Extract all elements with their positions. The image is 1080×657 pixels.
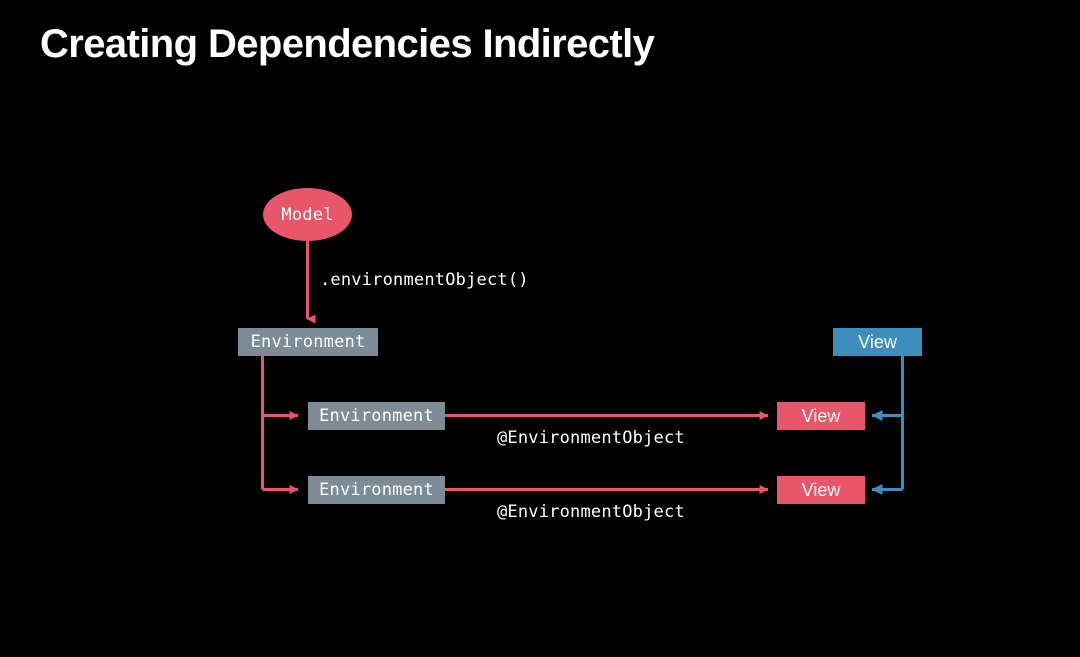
page-title: Creating Dependencies Indirectly [40, 22, 655, 66]
label-environment-object-attr-2: @EnvironmentObject [497, 502, 685, 522]
edge-view-root-to-children [871, 356, 904, 495]
node-view-root[interactable]: View [833, 328, 922, 356]
node-view-root-label: View [858, 331, 897, 352]
node-environment-child-2-label: Environment [319, 480, 434, 500]
node-environment-child-1-label: Environment [319, 406, 434, 426]
node-environment-root[interactable]: Environment [238, 328, 378, 356]
node-environment-root-label: Environment [250, 332, 366, 352]
label-environment-object-call: .environmentObject() [320, 270, 529, 290]
node-environment-child-2[interactable]: Environment [308, 476, 445, 504]
node-model[interactable]: Model [263, 188, 352, 241]
node-model-label: Model [281, 204, 334, 225]
node-view-child-1[interactable]: View [777, 402, 865, 430]
edge-environment-root-to-children [261, 356, 299, 494]
label-environment-object-attr-1: @EnvironmentObject [497, 428, 685, 448]
node-view-child-2[interactable]: View [777, 476, 865, 504]
node-view-child-2-label: View [801, 479, 841, 500]
node-environment-child-1[interactable]: Environment [308, 402, 445, 430]
node-view-child-1-label: View [801, 405, 841, 426]
